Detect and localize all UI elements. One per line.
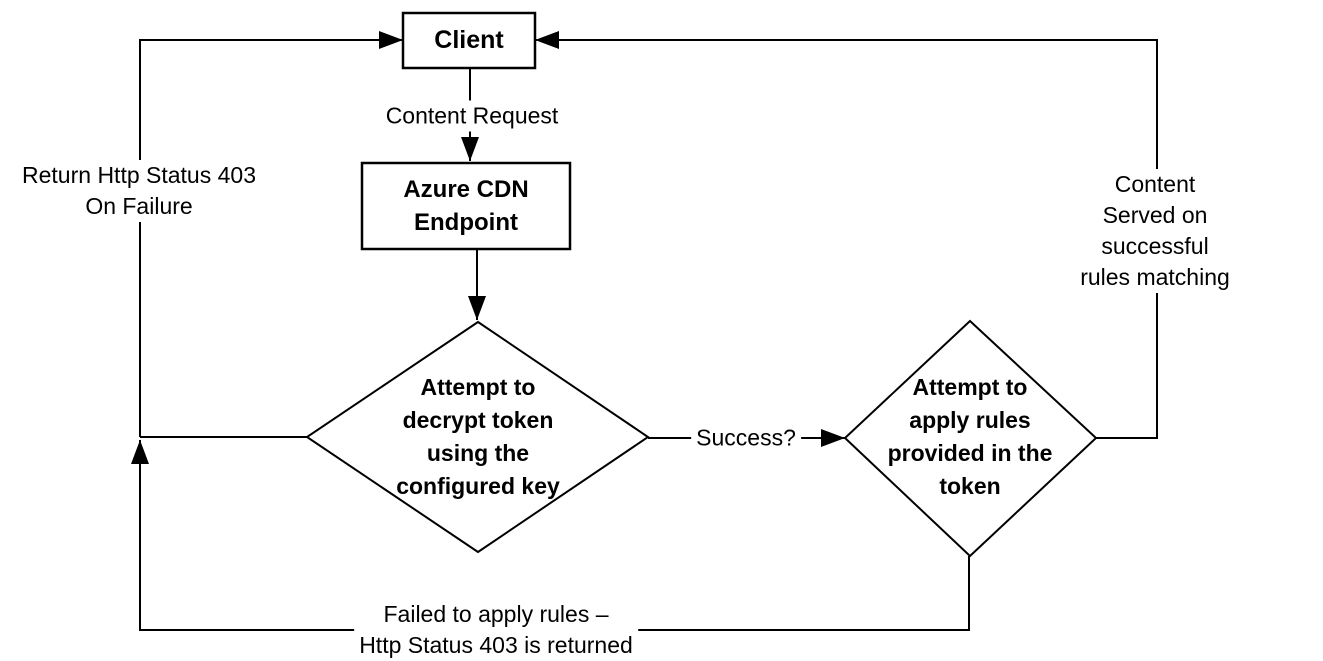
success-edge-label: Success? — [691, 422, 801, 454]
return-403-edge-label: Return Http Status 403 On Failure — [17, 160, 261, 222]
client-node-box — [401, 11, 537, 70]
edge-return-403-to-client — [139, 31, 403, 437]
decrypt-token-diamond — [305, 320, 650, 554]
cdn-endpoint-node-box — [360, 161, 572, 251]
apply-rules-diamond — [843, 319, 1098, 558]
cdn-endpoint-node-label: Azure CDN Endpoint — [403, 176, 529, 236]
apply-rules-diamond-label: Attempt to apply rules provided in the t… — [887, 374, 1053, 499]
client-node-label: Client — [434, 26, 504, 54]
content-request-edge-label: Content Request — [380, 100, 564, 132]
decrypt-token-diamond-label: Attempt to decrypt token using the confi… — [396, 374, 560, 499]
failed-rules-edge-label: Failed to apply rules – Http Status 403 … — [354, 599, 638, 661]
content-served-edge-label: Content Served on successful rules match… — [1071, 169, 1239, 293]
